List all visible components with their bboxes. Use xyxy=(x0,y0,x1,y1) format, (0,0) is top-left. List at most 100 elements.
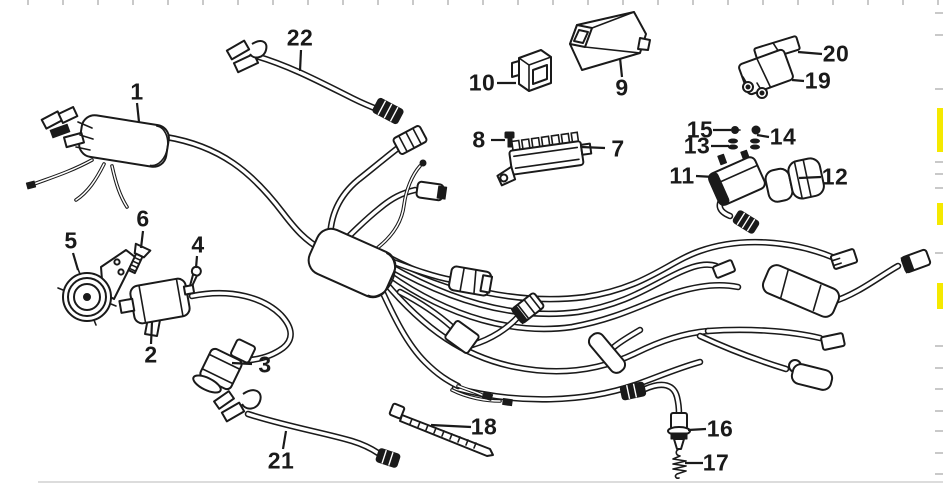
callout-7: 7 xyxy=(611,135,625,162)
film-tick-top xyxy=(692,0,694,5)
film-tick-right xyxy=(935,367,943,369)
film-tick-top xyxy=(587,0,589,5)
part-12-mount-band xyxy=(764,157,825,203)
film-tick-top xyxy=(517,0,519,5)
film-tick-top xyxy=(412,0,414,5)
part-18-cable-band xyxy=(388,402,494,457)
leader-line-6 xyxy=(139,230,145,249)
callout-17: 17 xyxy=(702,449,730,476)
connector-right-edge xyxy=(900,248,932,274)
film-tick-top xyxy=(62,0,64,5)
callout-6: 6 xyxy=(136,205,150,232)
callout-18: 18 xyxy=(470,413,498,440)
callout-12: 12 xyxy=(821,163,849,190)
film-tick-right xyxy=(935,187,943,189)
leader-line-9 xyxy=(618,57,624,78)
callout-19: 19 xyxy=(804,67,832,94)
dark-plug xyxy=(372,97,404,125)
connector-lower-right xyxy=(820,332,846,351)
callout-9: 9 xyxy=(615,74,629,101)
leader-line-19 xyxy=(791,78,805,83)
part-22-sub-cord xyxy=(225,39,404,125)
part-14-washer-set xyxy=(750,125,761,150)
leader-line-2 xyxy=(149,321,154,345)
callout-20: 20 xyxy=(822,40,850,67)
leader-line-20 xyxy=(797,50,823,56)
callout-leader-lines xyxy=(71,49,823,465)
callout-8: 8 xyxy=(472,126,486,153)
leader-line-5 xyxy=(71,252,80,271)
branch-connectors xyxy=(392,125,932,391)
part-5-horn xyxy=(57,249,136,326)
film-tick-top xyxy=(622,0,624,5)
four-pin-connector xyxy=(510,292,545,325)
callout-14: 14 xyxy=(769,123,797,150)
highlight-bar xyxy=(937,203,943,225)
film-tick-right xyxy=(935,410,943,412)
film-tick-right xyxy=(935,452,943,454)
leader-line-3 xyxy=(231,361,253,366)
leader-line-16 xyxy=(687,427,707,432)
harness-head-connectors xyxy=(40,106,94,151)
leader-line-21 xyxy=(281,430,288,450)
film-tick-right xyxy=(935,388,943,390)
callout-5: 5 xyxy=(64,227,78,254)
callout-22: 22 xyxy=(286,24,314,51)
part-21-sub-wire xyxy=(213,389,401,468)
film-tick-top xyxy=(27,0,29,5)
part-13-washer-set xyxy=(728,138,738,150)
part-7-regulator-rectifier xyxy=(496,131,593,187)
leader-line-1 xyxy=(135,102,141,123)
part-9-cdi-unit xyxy=(569,11,651,71)
film-tick-top xyxy=(482,0,484,5)
callout-21: 21 xyxy=(267,447,295,474)
callout-13: 13 xyxy=(683,132,711,159)
ferrite-block xyxy=(444,320,480,354)
film-tick-right xyxy=(935,252,943,254)
callout-16: 16 xyxy=(706,415,734,442)
leader-line-4 xyxy=(194,255,199,269)
part-1-wire-harness xyxy=(40,106,397,299)
callout-15: 15 xyxy=(686,116,714,143)
film-tick-top xyxy=(727,0,729,5)
part-6-bolt xyxy=(127,242,152,275)
part-16-switch xyxy=(619,381,691,450)
film-tick-top xyxy=(342,0,344,5)
callout-11: 11 xyxy=(669,162,695,189)
callout-3: 3 xyxy=(258,351,272,378)
part-8-bolt xyxy=(504,131,515,148)
film-tick-top xyxy=(902,0,904,5)
film-tick-top xyxy=(552,0,554,5)
film-tick-top xyxy=(867,0,869,5)
part-19-fuse-holder xyxy=(738,48,794,99)
callout-1: 1 xyxy=(130,78,144,105)
film-tick-right xyxy=(935,345,943,347)
block-connector xyxy=(392,125,428,155)
film-tick-right xyxy=(935,34,943,36)
film-tick-right xyxy=(935,161,943,163)
small-plug xyxy=(415,180,448,202)
callout-4: 4 xyxy=(191,231,205,258)
leader-line-11 xyxy=(695,174,715,179)
leader-line-7 xyxy=(580,145,606,150)
connector-mid xyxy=(712,259,736,279)
callout-10: 10 xyxy=(468,69,496,96)
part-17-spring xyxy=(672,448,687,479)
part-10-relay xyxy=(511,49,552,92)
film-tick-top xyxy=(167,0,169,5)
film-tick-top xyxy=(132,0,134,5)
connector-right-1 xyxy=(829,248,859,270)
part-4-screw xyxy=(188,265,202,288)
film-tick-right xyxy=(935,430,943,432)
part-2-ignition-coil xyxy=(118,277,294,364)
film-tick-top xyxy=(272,0,274,5)
part-3-spark-plug-cap xyxy=(192,338,256,394)
leader-line-18 xyxy=(430,423,472,429)
film-tick-top xyxy=(657,0,659,5)
film-tick-top xyxy=(377,0,379,5)
film-tick-top xyxy=(447,0,449,5)
film-tick-top xyxy=(762,0,764,5)
film-tick-top xyxy=(797,0,799,5)
